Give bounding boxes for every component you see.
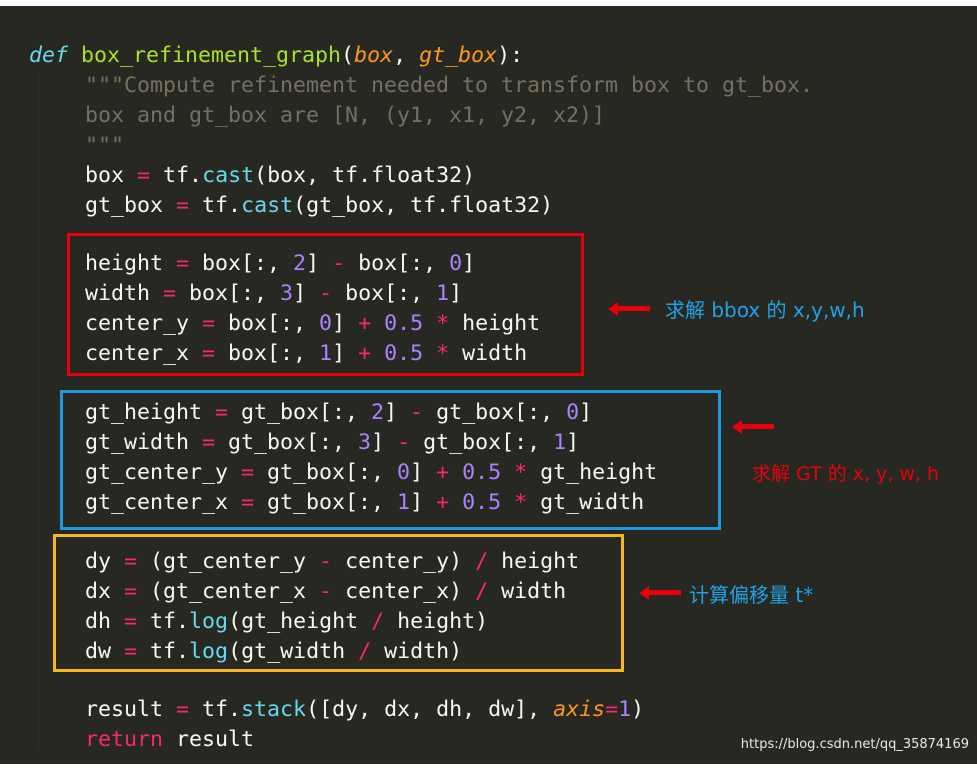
left-arrow-icon: [639, 585, 681, 600]
code-line-dw: dw = tf.log(gt_width / width): [85, 639, 463, 664]
code-line-gt-width: gt_width = gt_box[:, 3] - gt_box[:, 1]: [85, 430, 580, 455]
watermark: https://blog.csdn.net/qq_35874169: [740, 737, 969, 752]
param-box: box: [354, 43, 394, 68]
param-gt-box: gt_box: [419, 43, 498, 68]
indent-guide: [38, 73, 39, 749]
left-arrow-icon: [608, 301, 650, 316]
code-line-return: return result: [85, 727, 255, 752]
docstring-line: """Compute refinement needed to transfor…: [85, 73, 814, 98]
keyword-def: def: [29, 43, 69, 68]
code-line-gt-height: gt_height = gt_box[:, 2] - gt_box[:, 0]: [85, 400, 593, 425]
code-line-gt-center-x: gt_center_x = gt_box[:, 1] + 0.5 * gt_wi…: [85, 490, 645, 515]
code-line-dy: dy = (gt_center_y - center_y) / height: [85, 549, 580, 574]
code-line-result: result = tf.stack([dy, dx, dh, dw], axis…: [85, 697, 645, 722]
docstring-line: box and gt_box are [N, (y1, x1, y2, x2)]: [85, 103, 606, 128]
code-editor[interactable]: def box_refinement_graph(box, gt_box): "…: [0, 6, 977, 764]
left-arrow-icon: [732, 419, 774, 434]
code-line-dx: dx = (gt_center_x - center_x) / width: [85, 579, 567, 604]
code-line-height: height = box[:, 2] - box[:, 0]: [85, 251, 476, 276]
code-line-cast-gt-box: gt_box = tf.cast(gt_box, tf.float32): [85, 193, 554, 218]
function-name: box_refinement_graph: [81, 43, 342, 68]
code-line-cast-box: box = tf.cast(box, tf.float32): [85, 163, 476, 188]
blue-highlight-box: [60, 390, 721, 530]
offset-annotation: 计算偏移量 t*: [689, 583, 814, 607]
code-line-width: width = box[:, 3] - box[:, 1]: [85, 281, 463, 306]
code-line-center-y: center_y = box[:, 0] + 0.5 * height: [85, 311, 541, 336]
code-line-center-x: center_x = box[:, 1] + 0.5 * width: [85, 341, 528, 366]
code-line-gt-center-y: gt_center_y = gt_box[:, 0] + 0.5 * gt_he…: [85, 460, 658, 485]
code-line-dh: dh = tf.log(gt_height / height): [85, 609, 489, 634]
gt-annotation: 求解 GT 的 x, y, w, h: [752, 463, 940, 485]
yellow-highlight-box: [53, 534, 624, 672]
bbox-annotation: 求解 bbox 的 x,y,w,h: [665, 298, 865, 322]
code-line-def: def box_refinement_graph(box, gt_box):: [29, 43, 524, 68]
docstring-line: """: [85, 133, 125, 158]
keyword-return: return: [85, 727, 164, 752]
red-highlight-box: [67, 233, 584, 376]
